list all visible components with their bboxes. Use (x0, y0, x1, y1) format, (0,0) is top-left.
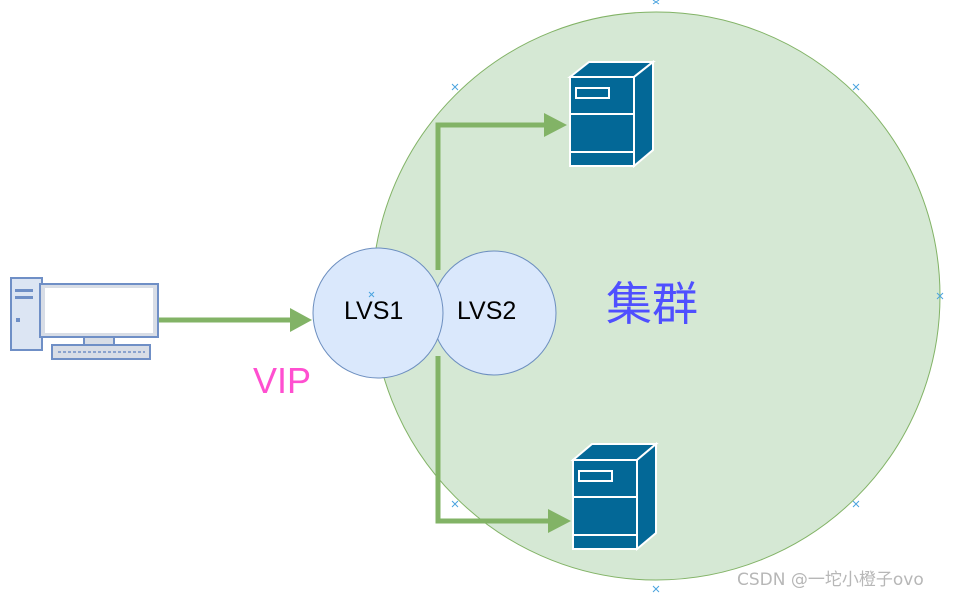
lvs1-node[interactable] (312, 247, 444, 379)
vip-label: VIP (253, 360, 312, 401)
watermark: CSDN @一坨小橙子ovo (737, 570, 924, 590)
client-arrowhead (290, 308, 312, 332)
lvs-to-server1-arrow (435, 122, 548, 270)
lvs-to-server2-arrow (435, 356, 552, 524)
server-icon (570, 441, 659, 552)
desktop-computer-icon (10, 277, 159, 360)
arrows (158, 113, 571, 533)
lvs1-center-mark (368, 291, 375, 298)
lvs2-label: LVS2 (457, 297, 517, 325)
server1-arrowhead (544, 113, 567, 137)
lvs1-label: LVS1 (344, 297, 404, 325)
server-icon (567, 59, 656, 169)
selection-handles (451, 0, 944, 593)
server2-arrowhead (548, 509, 571, 533)
cluster-label: 集群 (606, 277, 698, 331)
